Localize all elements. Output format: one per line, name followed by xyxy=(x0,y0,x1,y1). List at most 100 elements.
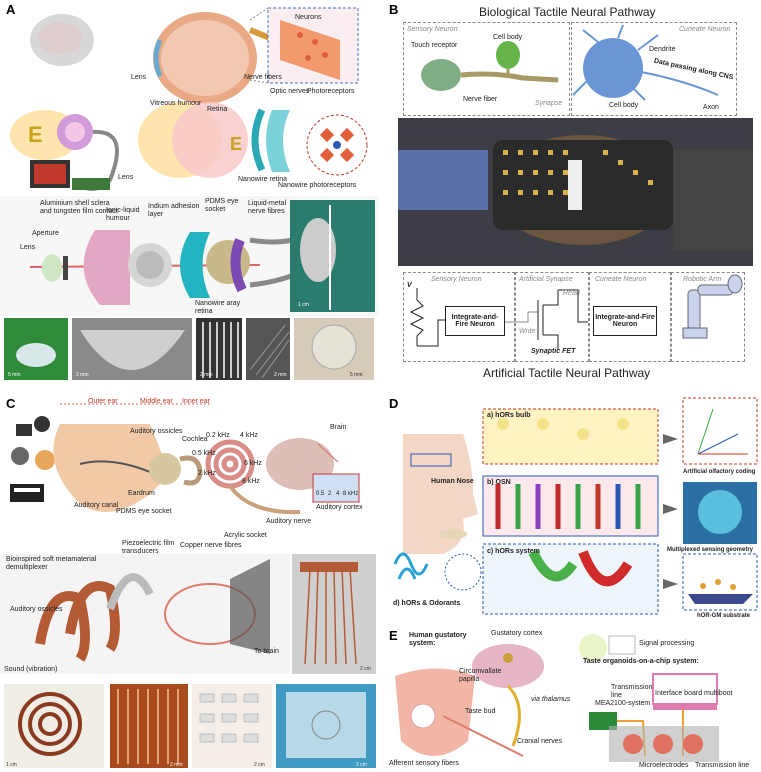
art-group-synapse: Artificial Synapse xyxy=(519,276,573,283)
label-auditory-nerve: Auditory nerve xyxy=(266,518,312,525)
label-optic-nerves: Optic nerves xyxy=(270,88,310,95)
label-multiplexed: Multiplexed sensing geometry xyxy=(667,547,754,553)
label-auditory-ossicles: Auditory ossicles xyxy=(130,428,183,435)
label-copper-fibres: Copper nerve fibres xyxy=(180,542,242,549)
bio-touch-receptor: Touch receptor xyxy=(411,42,458,49)
art-synaptic-fet: Synaptic FET xyxy=(531,348,576,355)
label-circumvallate: Circumvallate papilla xyxy=(459,668,502,683)
label-2khz: 2 kHz xyxy=(198,470,216,477)
label-pdms: PDMS eye socket xyxy=(205,198,239,213)
art-group-cuneate: Cuneate Neuron xyxy=(595,276,647,283)
scale-a-5: 2 mm xyxy=(274,372,287,378)
bio-box-right xyxy=(571,22,737,116)
label-inner-ear: Inner ear xyxy=(182,398,211,405)
label-hor-gm: hOR-GM substrate xyxy=(697,613,751,619)
art-read: Read xyxy=(563,290,580,297)
panel-label-b: B xyxy=(389,2,399,17)
scale-a-4: 2 mm xyxy=(200,372,213,378)
bio-synapse: Synapse xyxy=(535,100,563,107)
cortex-tick-1: 0.5 xyxy=(316,491,325,497)
label-aluminium-shell: Aluminium shell sclera and tungsten film… xyxy=(40,200,118,215)
cortex-tick-2: 2 xyxy=(328,491,332,497)
bio-dendrite: Dendrite xyxy=(649,46,676,53)
bio-cell-body-1: Cell body xyxy=(493,34,523,41)
panel-label-d: D xyxy=(389,396,399,411)
label-cochlea: Cochlea xyxy=(182,436,208,443)
art-box-synapse xyxy=(515,272,589,362)
bio-sensory-neuron: Sensory Neuron xyxy=(407,26,458,33)
panel-b-illustration xyxy=(398,24,753,350)
panel-label-e: E xyxy=(389,628,398,643)
label-gustatory-cortex: Gustatory cortex xyxy=(491,630,543,637)
label-photoreceptors: Photoreceptors xyxy=(307,88,355,95)
panel-d: D a) hORs bulb b) OSN c) hORs system Hum… xyxy=(383,394,761,622)
panel-c-illustration xyxy=(0,403,376,768)
label-transmission-2: Transmission line xyxy=(695,762,750,769)
label-05khz: 0.5 kHz xyxy=(192,450,216,457)
art-box-cuneate xyxy=(589,272,671,362)
scale-a-1: 1 cm xyxy=(298,302,309,308)
label-human-gustatory: Human gustatory system: xyxy=(409,632,467,647)
label-retina: Retina xyxy=(207,106,228,113)
label-bioinspired: Bioinspired soft metamaterial demultiple… xyxy=(6,556,97,571)
bio-box-left xyxy=(403,22,570,116)
label-interface-board: Interface board multiboot xyxy=(655,690,733,697)
scale-a-3: 2 mm xyxy=(76,372,89,378)
label-mea2100: MEA2100-system xyxy=(595,700,651,707)
label-auditory-cortex: Auditory cortex xyxy=(316,504,363,511)
label-neurons: Neurons xyxy=(295,14,322,21)
label-transmission-1: Transmission line xyxy=(611,684,653,699)
bio-cell-body-2: Cell body xyxy=(609,102,639,109)
label-signal-processing: Signal processing xyxy=(639,640,695,647)
label-02khz: 0.2 kHz xyxy=(206,432,230,439)
bio-axon: Axon xyxy=(703,104,719,111)
label-6khz: 6 kHz xyxy=(244,460,262,467)
label-afferent: Afferent sensory fibers xyxy=(389,760,459,767)
panel-d-illustration xyxy=(393,397,758,615)
label-olfactory-coding: Artificial olfactory coding xyxy=(683,469,756,475)
label-pdms-eye-socket: PDMS eye socket xyxy=(116,508,172,515)
scale-c-1: 2 cm xyxy=(360,666,371,672)
label-nanowire-photoreceptors: Nanowire photoreceptors xyxy=(278,182,357,189)
label-to-brain: To brain xyxy=(254,648,279,655)
bio-cuneate-neuron: Cuneate Neuron xyxy=(679,26,731,33)
art-box-arm xyxy=(671,272,745,362)
label-hors-bulb: a) hORs bulb xyxy=(487,412,531,419)
panel-a: A E E xyxy=(0,0,378,382)
panel-label-c: C xyxy=(6,396,16,411)
label-microelectrodes: Microelectrodes xyxy=(639,762,689,769)
label-outer-ear: Outer ear xyxy=(88,398,118,405)
scale-a-6: 5 mm xyxy=(350,372,363,378)
panel-label-a: A xyxy=(6,2,16,17)
svg-text:E: E xyxy=(230,134,242,154)
scale-c-2: 1 cm xyxy=(6,762,17,768)
label-eardrum: Eardrum xyxy=(128,490,155,497)
label-human-nose: Human Nose xyxy=(431,478,474,485)
label-8khz: 8 kHz xyxy=(242,478,260,485)
label-ossicles-2: Auditory ossicles xyxy=(10,606,63,613)
label-lens-2: Lens xyxy=(118,174,134,181)
cortex-tick-4: 8 kHz xyxy=(343,491,359,497)
art-box-sensory xyxy=(403,272,515,362)
bio-nerve-fiber: Nerve fiber xyxy=(463,96,498,103)
scale-c-4: 2 cm xyxy=(254,762,265,768)
label-middle-ear: Middle ear xyxy=(140,398,173,405)
label-osn: b) OSN xyxy=(487,479,511,486)
label-lens: Lens xyxy=(131,74,147,81)
scale-c-3: 2 mm xyxy=(170,762,183,768)
svg-text:E: E xyxy=(28,122,43,147)
label-taste-bud: Taste bud xyxy=(465,708,496,715)
scale-c-5: 2 cm xyxy=(356,762,367,768)
label-acrylic: Acrylic socket xyxy=(224,532,267,539)
panel-a-illustration: E E xyxy=(0,7,378,380)
label-auditory-canal: Auditory canal xyxy=(74,502,119,509)
label-liquid-metal: Liquid-metal nerve fibres xyxy=(248,200,287,215)
label-via-thalamus: via thalamus xyxy=(531,696,571,703)
label-lens-3: Lens xyxy=(20,244,36,251)
title-artificial: Artificial Tactile Neural Pathway xyxy=(483,366,651,380)
label-aperture: Aperture xyxy=(32,230,59,237)
label-4khz: 4 kHz xyxy=(240,432,258,439)
title-biological: Biological Tactile Neural Pathway xyxy=(479,5,656,19)
label-ionic-liquid: Ionic-liquid humour xyxy=(106,207,140,222)
label-sound: Sound (vibration) xyxy=(4,666,58,673)
